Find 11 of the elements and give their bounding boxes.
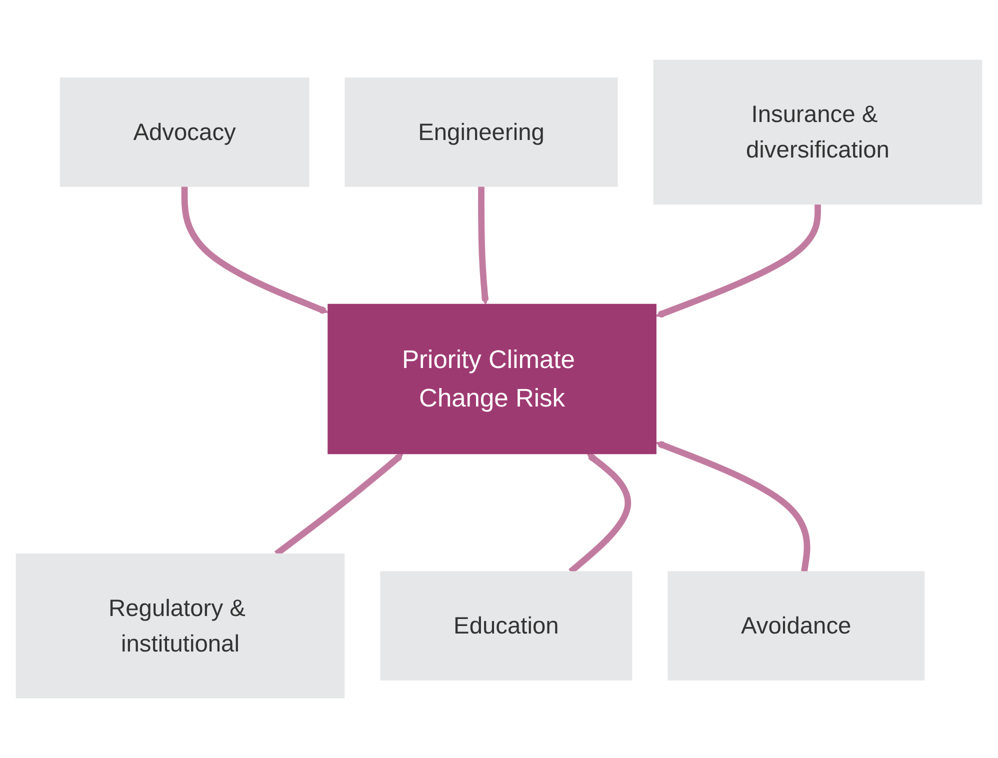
node-box: Avoidance <box>668 571 925 680</box>
arrow <box>656 204 821 318</box>
node-box: Advocacy <box>60 78 310 187</box>
arrow <box>656 440 810 572</box>
node-box: Priority Climate Change Risk <box>328 304 656 454</box>
node-box: Engineering <box>344 78 618 187</box>
node-box: Regulatory & institutional <box>16 553 345 698</box>
arrow <box>478 186 489 305</box>
node-box: Education <box>380 571 632 680</box>
arrow <box>181 186 328 314</box>
node-box: Insurance & diversification <box>653 60 982 205</box>
